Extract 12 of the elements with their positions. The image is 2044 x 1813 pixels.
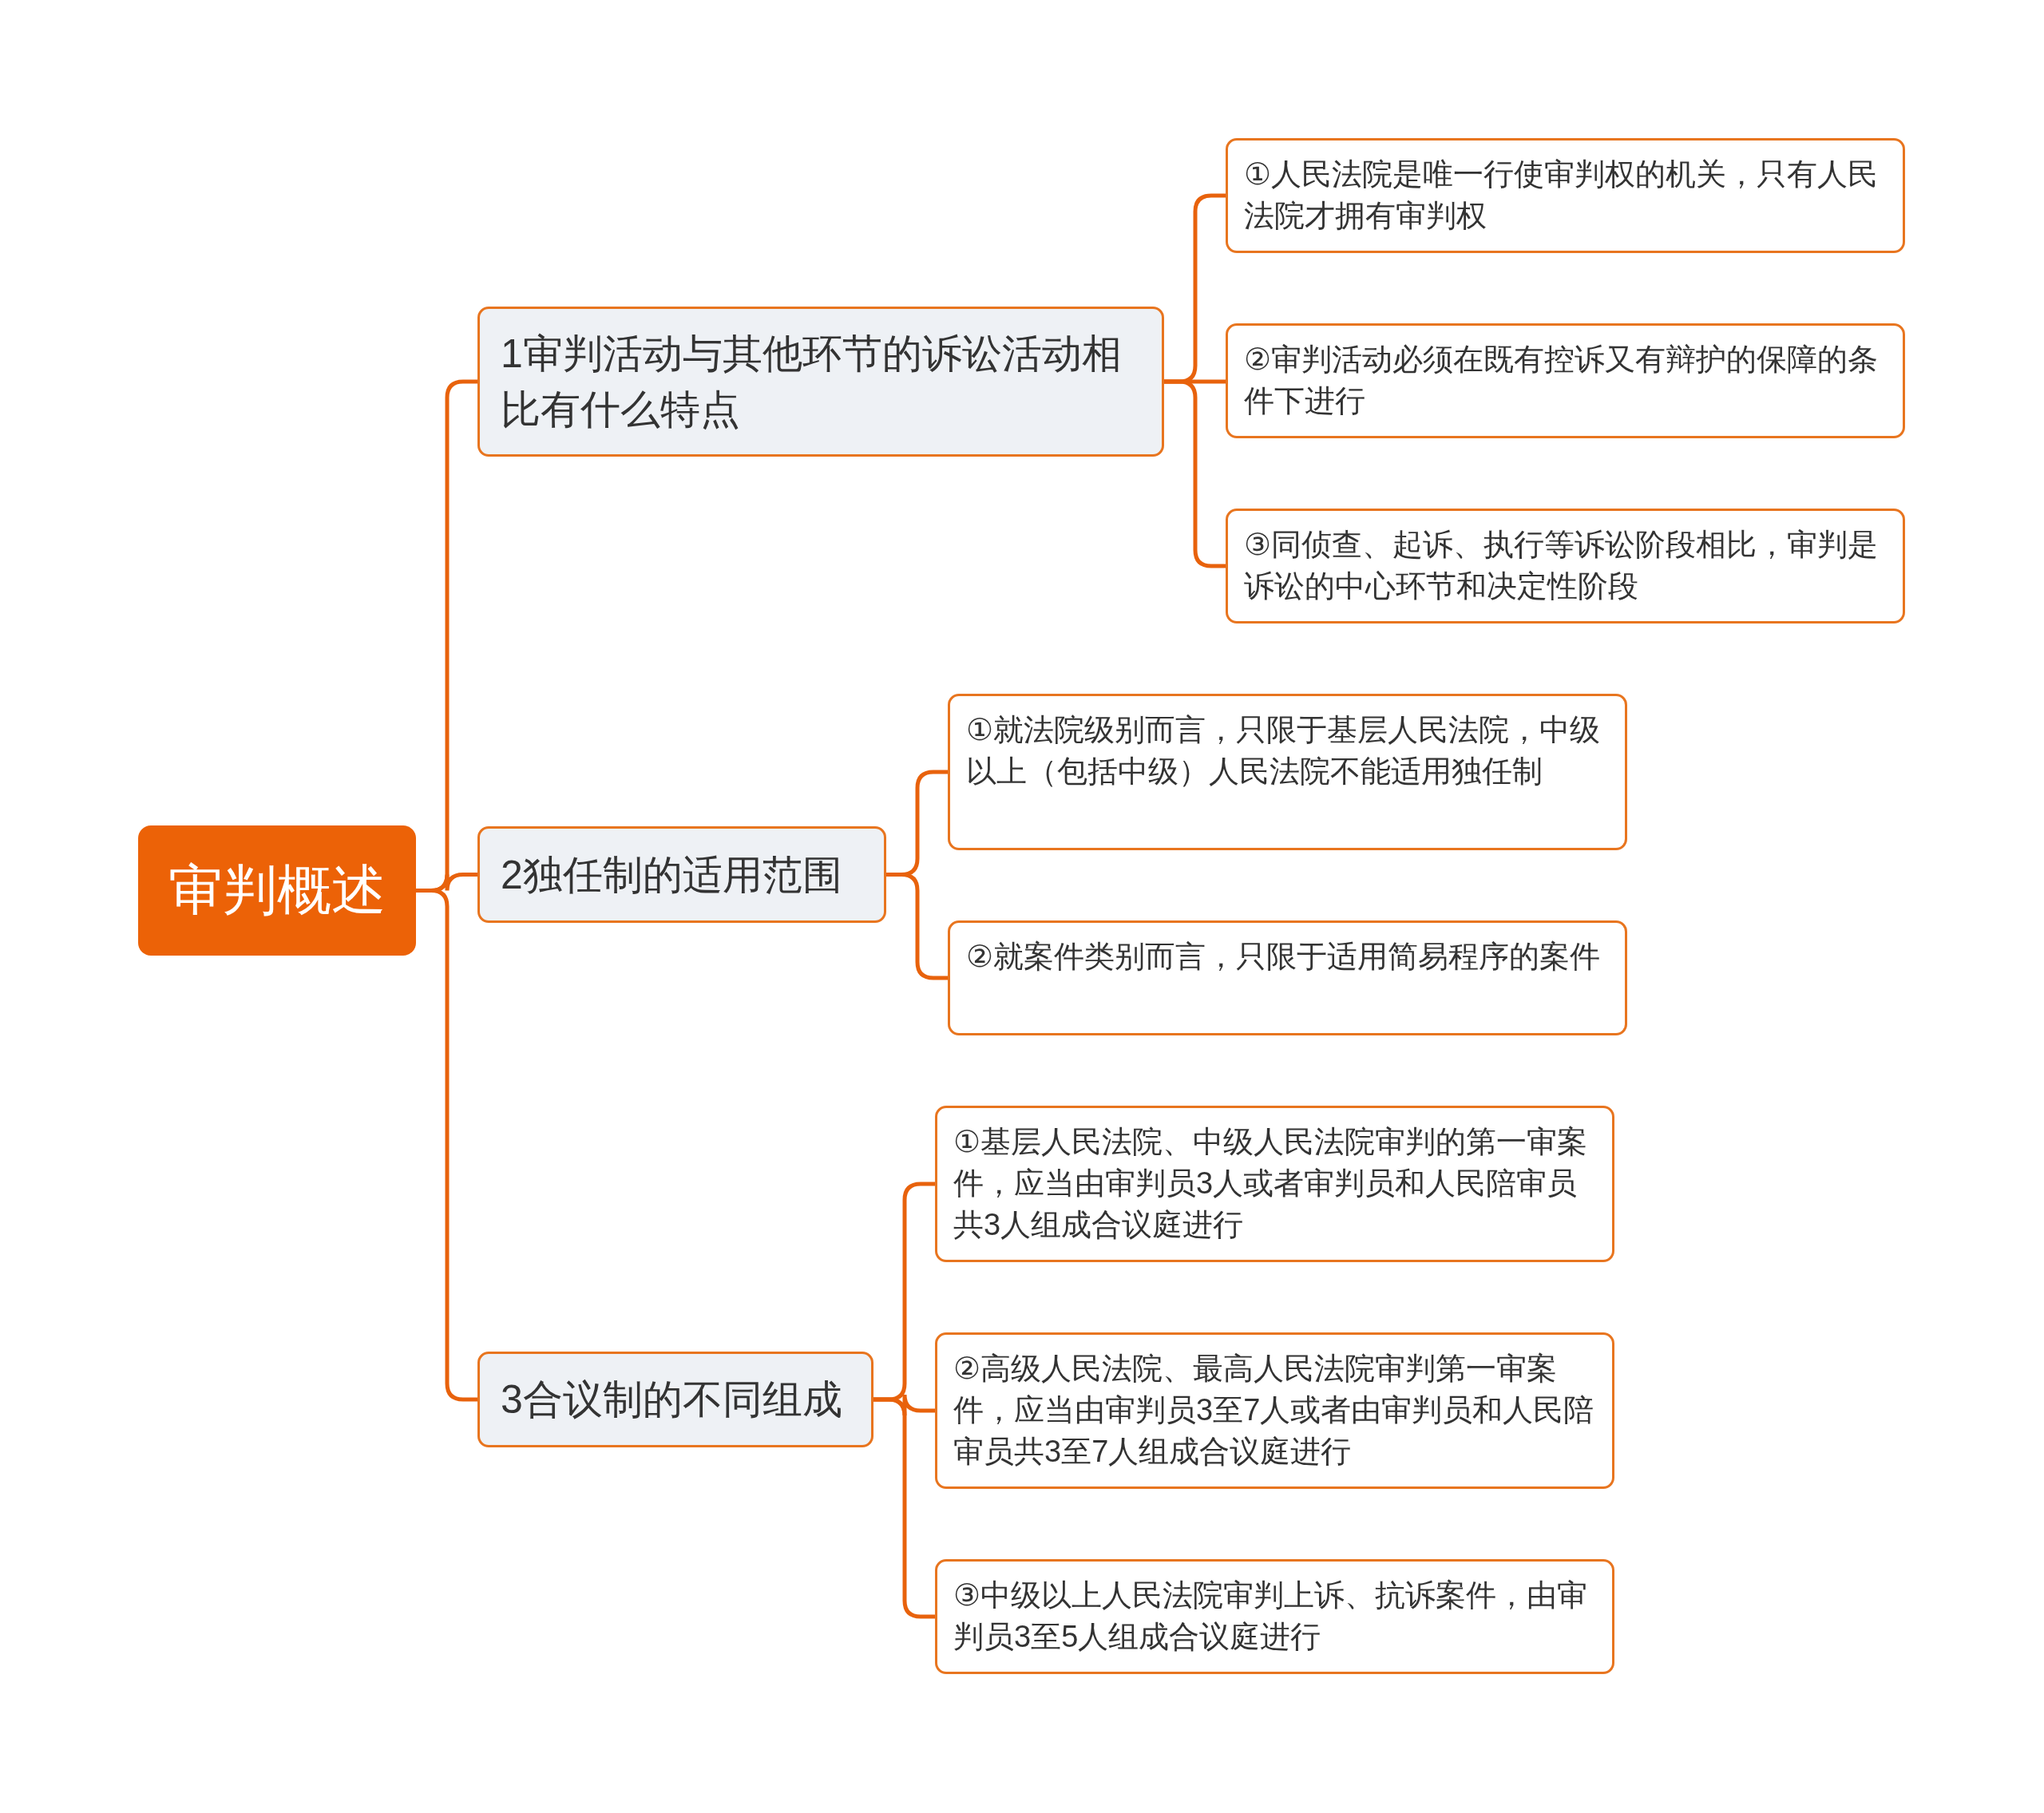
subtopic-box: ②高级人民法院、最高人民法院审判第一审案件，应当由审判员3至7人或者由审判员和人民陪审员共3至7人组成合议庭进行: [935, 1332, 1614, 1489]
subtopic-box: ①就法院级别而言，只限于基层人民法院，中级以上（包括中级）人民法院不能适用独任制: [948, 694, 1627, 850]
topic-box: 2独任制的适用范围: [477, 826, 886, 923]
topic-box: 3合议制的不同组成: [477, 1352, 873, 1447]
root-topic-box: 审判概述: [138, 825, 416, 956]
subtopic-box: ③中级以上人民法院审判上诉、抗诉案件，由审判员3至5人组成合议庭进行: [935, 1559, 1614, 1674]
subtopic-box: ①人民法院是唯一行使审判权的机关，只有人民法院才拥有审判权: [1226, 138, 1905, 253]
subtopic-box: ①基层人民法院、中级人民法院审判的第一审案件，应当由审判员3人或者审判员和人民陪审员共3人组成合议庭进行: [935, 1106, 1614, 1262]
subtopic-box: ②审判活动必须在既有控诉又有辩护的保障的条件下进行: [1226, 323, 1905, 438]
topic-box: 1审判活动与其他环节的诉讼活动相比有什么特点: [477, 307, 1164, 457]
subtopic-box: ③同侦查、起诉、执行等诉讼阶段相比，审判是诉讼的中心环节和决定性阶段: [1226, 509, 1905, 623]
subtopic-box: ②就案件类别而言，只限于适用简易程序的案件: [948, 920, 1627, 1035]
